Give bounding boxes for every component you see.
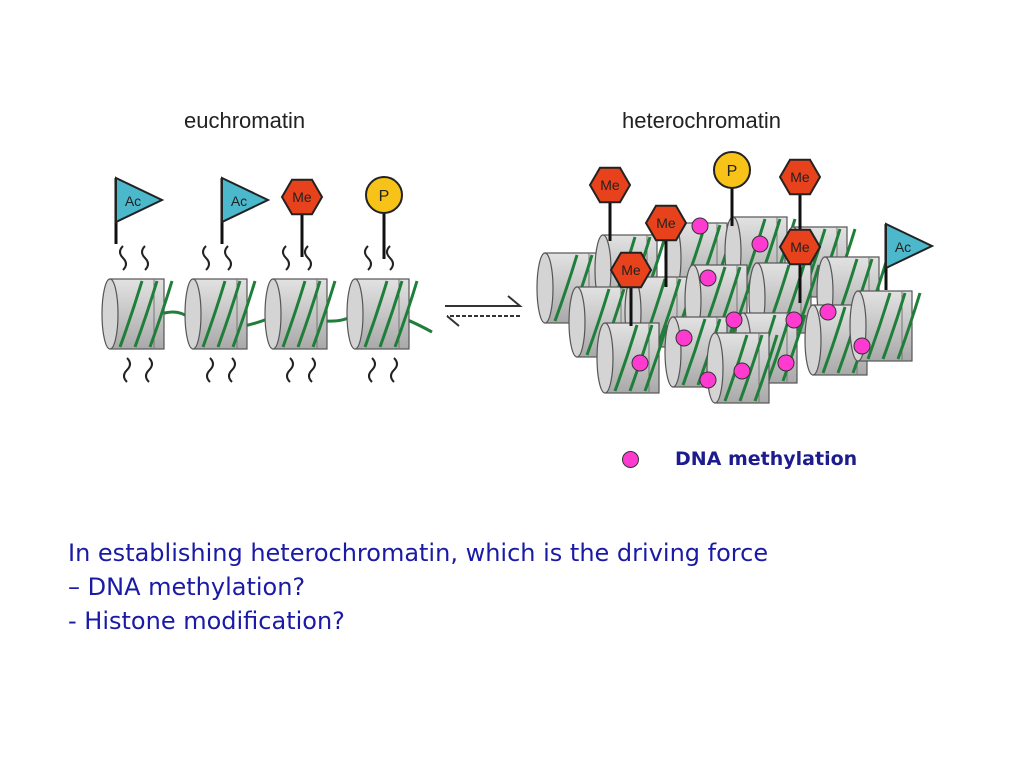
histone-tail (364, 245, 372, 271)
methylation-dot-icon (699, 269, 717, 287)
euchromatin-nucleosome (264, 278, 337, 350)
phospho-label: P (727, 163, 738, 180)
histone-tail (119, 245, 127, 271)
methylation-dot-icon (733, 362, 751, 380)
euchromatin-nucleosome (184, 278, 257, 350)
methylation-dot-icon (691, 217, 709, 235)
euchromatin-label: euchromatin (184, 108, 306, 133)
legend: DNA methylation (622, 444, 857, 474)
histone-tail (228, 357, 236, 383)
heterochromatin-label: heterochromatin (622, 108, 781, 133)
euchromatin-nucleosome (101, 278, 174, 350)
methylation-dot-icon (751, 235, 769, 253)
methylation-dot-icon (675, 329, 693, 347)
methyl-hexagon-icon: Me (644, 204, 688, 287)
question-line-2: – DNA methylation? (68, 573, 306, 601)
methyl-label: Me (656, 215, 676, 231)
histone-tail (286, 357, 294, 383)
acetyl-flag-icon: Ac (220, 176, 271, 244)
methylation-dot-icon (819, 303, 837, 321)
methylation-dot-icon (785, 311, 803, 329)
methylation-dot-icon (699, 371, 717, 389)
histone-tail (368, 357, 376, 383)
question-line-3: - Histone modification? (68, 607, 345, 635)
methyl-label: Me (790, 169, 810, 185)
question-line-1: In establishing heterochromatin, which i… (68, 539, 769, 567)
histone-tail (282, 245, 290, 271)
methyl-label: Me (621, 262, 641, 278)
methyl-hexagon-icon: Me (778, 158, 822, 233)
phospho-label: P (379, 188, 390, 205)
acetyl-label: Ac (125, 193, 141, 209)
methylation-dot-icon (622, 450, 639, 468)
methyl-hexagon-icon: Me (280, 178, 324, 257)
acetyl-flag-icon: Ac (884, 222, 935, 290)
histone-tail (123, 357, 131, 383)
phospho-circle-icon: P (713, 151, 751, 226)
euchromatin-nucleosomes (101, 245, 433, 383)
methylation-dot-icon (853, 337, 871, 355)
histone-tail (145, 357, 153, 383)
euchromatin-nucleosome (346, 278, 419, 350)
histone-tail (224, 245, 232, 271)
histone-tail (202, 245, 210, 271)
heterochromatin-nucleosome (596, 322, 669, 394)
heterochromatin-nucleosome (706, 332, 779, 404)
methylation-dot-icon (631, 354, 649, 372)
heterochromatin-cluster (536, 216, 922, 404)
histone-tail (386, 245, 394, 271)
methyl-hexagon-icon: Me (609, 251, 653, 326)
phospho-circle-icon: P (365, 176, 403, 259)
methyl-hexagon-icon: Me (588, 166, 632, 241)
histone-tail (206, 357, 214, 383)
methyl-hexagon-icon: Me (778, 228, 822, 303)
acetyl-label: Ac (895, 239, 911, 255)
histone-tail (141, 245, 149, 271)
histone-tail (390, 357, 398, 383)
histone-tail (304, 245, 312, 271)
acetyl-label: Ac (231, 193, 247, 209)
question-block: In establishing heterochromatin, which i… (68, 536, 968, 638)
methylation-dot-icon (725, 311, 743, 329)
methyl-label: Me (292, 189, 312, 205)
methyl-label: Me (600, 177, 620, 193)
legend-text: DNA methylation (675, 448, 858, 470)
methyl-label: Me (790, 239, 810, 255)
methylation-dot-icon (777, 354, 795, 372)
equilibrium-arrows-icon (445, 295, 523, 327)
acetyl-flag-icon: Ac (114, 176, 165, 244)
histone-tail (308, 357, 316, 383)
